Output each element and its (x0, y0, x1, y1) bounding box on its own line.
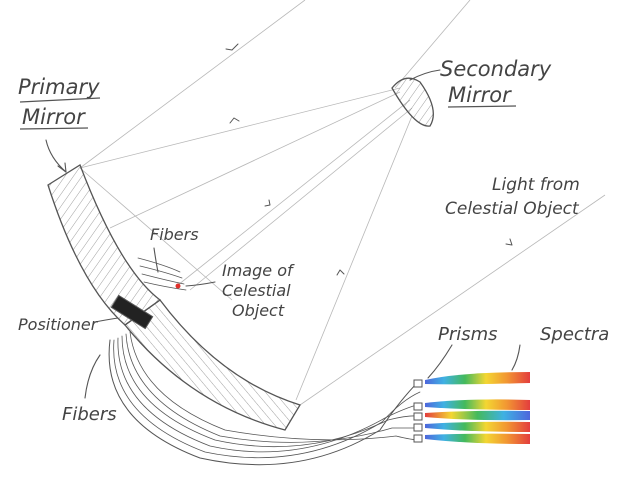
primary-mirror-label: Mirror (22, 105, 86, 129)
image-label: Image of (222, 261, 295, 280)
secondary-ray-1 (177, 99, 411, 286)
underline (19, 127, 89, 130)
fibers-bottom-label: Fibers (62, 404, 117, 425)
ray-arrow-icon (225, 43, 239, 51)
incoming-ray-1 (79, 0, 306, 169)
spectrum (425, 399, 530, 410)
spectra (425, 372, 530, 444)
arrow-head-icon (57, 162, 67, 173)
spectrum (425, 433, 530, 444)
ray-arrow-icon (505, 238, 513, 246)
prism (413, 402, 423, 411)
prisms-arrow (427, 344, 453, 379)
underline (19, 97, 101, 103)
light-source-label: Celestial Object (445, 199, 580, 219)
image-dot (175, 283, 181, 289)
spectrum (425, 421, 530, 432)
labels: Primary Mirror Secondary Mirror Light fr… (18, 57, 609, 425)
secondary-mirror-label: Secondary (440, 57, 552, 81)
annotation-arrows (45, 69, 521, 399)
spectrum (425, 410, 530, 421)
image-label: Object (232, 301, 285, 320)
primary-mirror (47, 164, 301, 431)
light-source-label: Light from (492, 175, 580, 195)
prism (413, 412, 423, 421)
secondary-mirror (391, 77, 434, 127)
image-label: Celestial (222, 281, 291, 300)
spectra-arrow (511, 344, 521, 371)
spectra-label: Spectra (540, 324, 609, 345)
prisms (413, 379, 423, 443)
incoming-ray-3 (299, 194, 606, 406)
prism (413, 434, 423, 443)
ray-arrow-icon (229, 117, 240, 124)
prisms-label: Prisms (438, 324, 498, 345)
positioner-label: Positioner (18, 315, 99, 334)
reflected-ray-1 (79, 87, 401, 169)
ray-arrow-icon (336, 269, 345, 276)
spectrum (425, 372, 530, 385)
secondary-ray-2 (189, 107, 413, 291)
focal-ray (79, 167, 233, 301)
primary-arrow (45, 139, 67, 173)
positioner-block (110, 294, 154, 330)
positioner-arrow (94, 317, 119, 323)
prism (413, 379, 423, 388)
primary-mirror-lower (124, 299, 301, 431)
fibers-top-label: Fibers (150, 225, 199, 244)
reflected-ray-3 (295, 115, 413, 401)
positioner (110, 294, 154, 330)
image-arrow (185, 281, 216, 287)
light-rays (79, 0, 606, 406)
secondary-mirror-label: Mirror (448, 83, 512, 107)
reflected-ray-2 (109, 91, 401, 229)
incoming-ray-2 (394, 0, 471, 89)
fibers-top-arrow (153, 247, 159, 273)
secondary-mirror-shape (391, 77, 434, 127)
prism (413, 423, 423, 432)
secondary-arrow (409, 69, 441, 81)
ray-arrow-icon (264, 199, 271, 207)
underline (447, 105, 517, 108)
primary-mirror-label: Primary (18, 75, 100, 99)
fiber-bundle (108, 257, 421, 466)
fibers-bottom-arrow (84, 354, 101, 399)
